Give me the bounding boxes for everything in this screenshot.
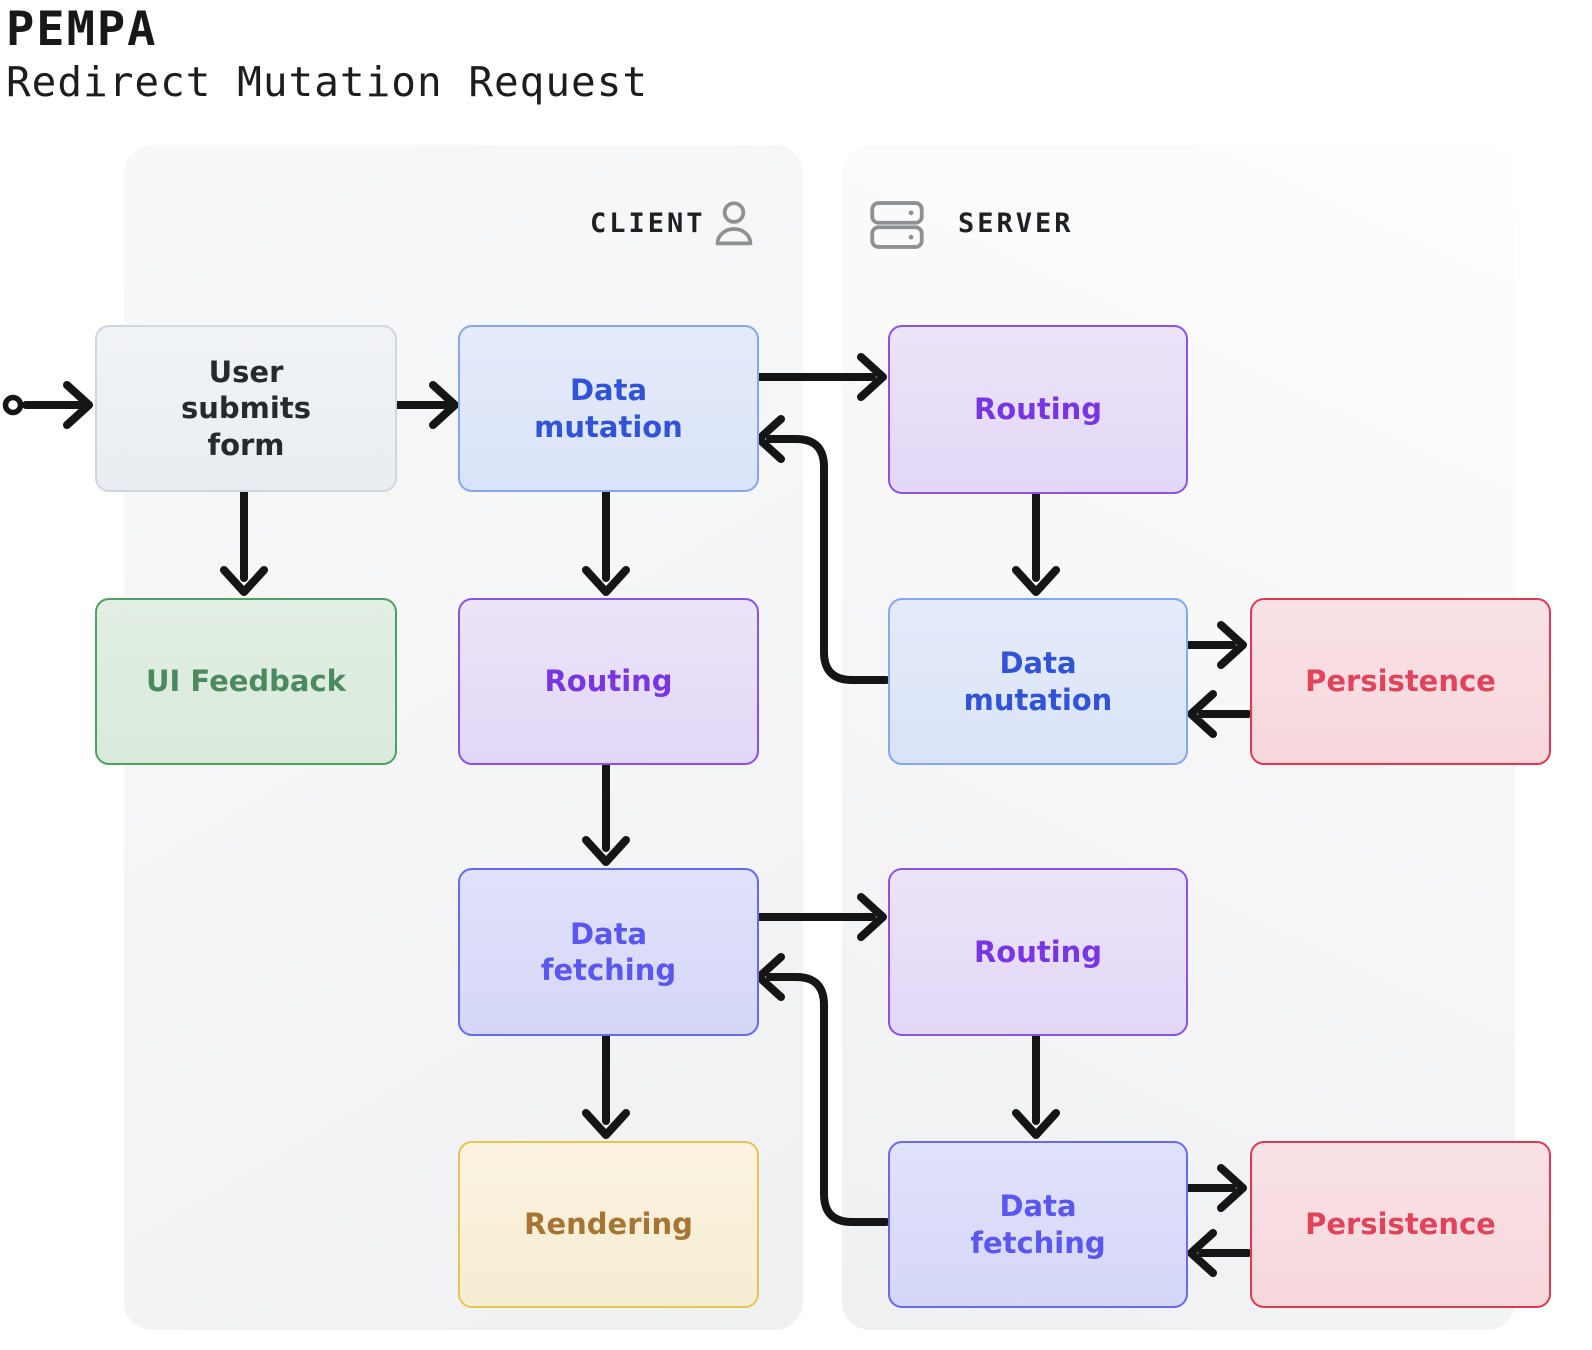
node-client-routing: Routing <box>458 598 759 765</box>
node-user-submits-form: User submits form <box>95 325 397 492</box>
node-persistence-top: Persistence <box>1250 598 1551 765</box>
page-subtitle: Redirect Mutation Request <box>6 58 649 106</box>
node-label: Routing <box>973 392 1103 427</box>
node-persistence-bottom: Persistence <box>1250 1141 1551 1308</box>
node-label: Data fetching <box>970 1189 1106 1260</box>
server-panel-label: SERVER <box>958 208 1074 239</box>
node-label: Data mutation <box>534 373 683 444</box>
node-label: Routing <box>973 934 1103 969</box>
node-label: Data mutation <box>963 646 1113 717</box>
node-client-data-fetching: Data fetching <box>458 868 759 1036</box>
node-label: Data fetching <box>540 916 677 987</box>
node-ui-feedback: UI Feedback <box>95 598 397 765</box>
node-server-data-fetching: Data fetching <box>888 1141 1188 1308</box>
node-label: Persistence <box>1305 664 1496 699</box>
node-label: Persistence <box>1305 1207 1496 1242</box>
node-client-data-mutation: Data mutation <box>458 325 759 492</box>
node-label: Routing <box>544 664 673 699</box>
node-label: User submits form <box>181 355 311 462</box>
node-server-data-mutation: Data mutation <box>888 598 1188 765</box>
node-server-routing-bottom: Routing <box>888 868 1188 1036</box>
client-panel-label: CLIENT <box>590 208 706 239</box>
server-icon <box>870 200 924 254</box>
edge-start-to-user-submits-form <box>2 381 93 429</box>
node-rendering: Rendering <box>458 1141 759 1308</box>
node-label: Rendering <box>524 1207 693 1242</box>
node-label: UI Feedback <box>146 664 346 699</box>
person-icon <box>712 198 756 252</box>
node-server-routing-top: Routing <box>888 325 1188 494</box>
page-title: PEMPA <box>6 2 158 57</box>
